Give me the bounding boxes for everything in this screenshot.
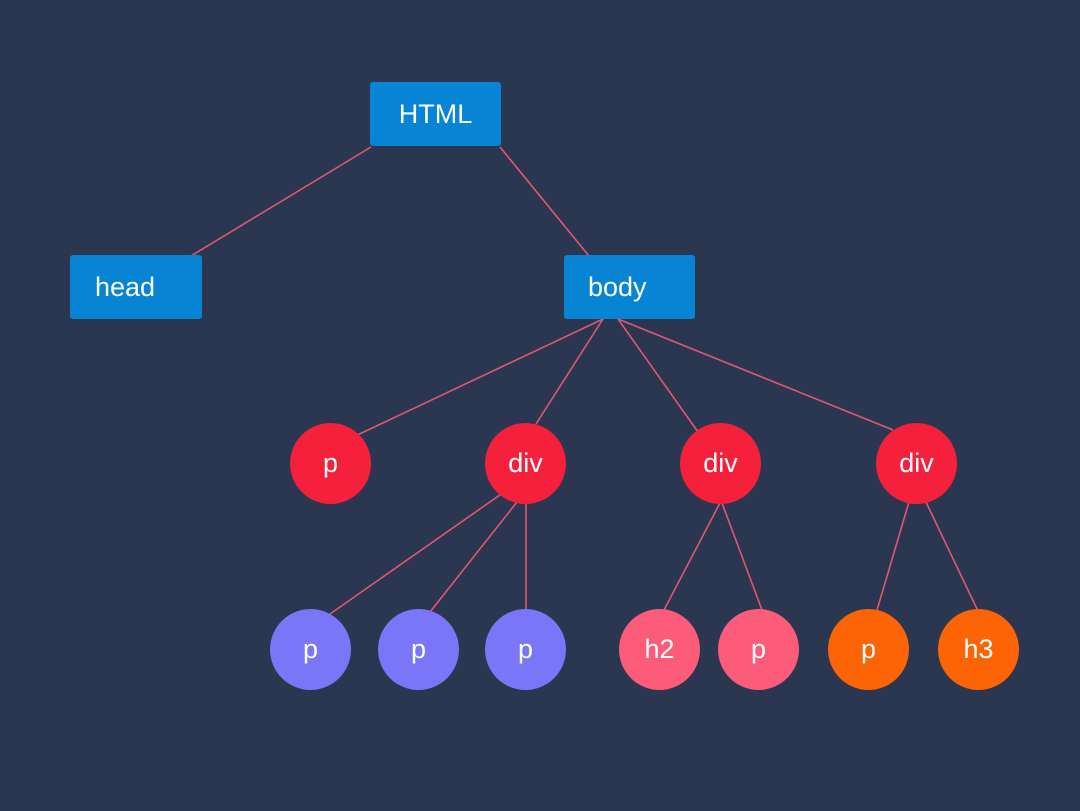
edge-body-div-2 — [617, 318, 699, 433]
edge-div-1-p-2 — [429, 501, 518, 613]
node-p: p — [378, 609, 459, 690]
edge-div-1-p-1 — [329, 489, 508, 615]
node-div: div — [680, 423, 761, 504]
node-p: p — [290, 423, 371, 504]
node-p: p — [270, 609, 351, 690]
node-p: p — [718, 609, 799, 690]
node-head: head — [70, 255, 202, 319]
node-div: div — [485, 423, 566, 504]
node-body: body — [564, 255, 695, 319]
node-div: div — [876, 423, 957, 504]
edge-div-2-p — [721, 502, 763, 611]
edge-html-body — [499, 146, 590, 257]
node-p: p — [485, 609, 566, 690]
edge-body-p — [350, 318, 604, 439]
edge-body-div-3 — [617, 318, 894, 431]
node-p: p — [828, 609, 909, 690]
edge-body-div-1 — [535, 318, 604, 425]
node-html: HTML — [370, 82, 501, 146]
node-h3: h3 — [938, 609, 1019, 690]
node-h2: h2 — [619, 609, 700, 690]
edge-div-3-p — [876, 501, 910, 611]
edge-div-2-h2 — [663, 502, 721, 611]
edge-html-head — [190, 146, 372, 257]
edge-div-3-h3 — [924, 499, 979, 612]
